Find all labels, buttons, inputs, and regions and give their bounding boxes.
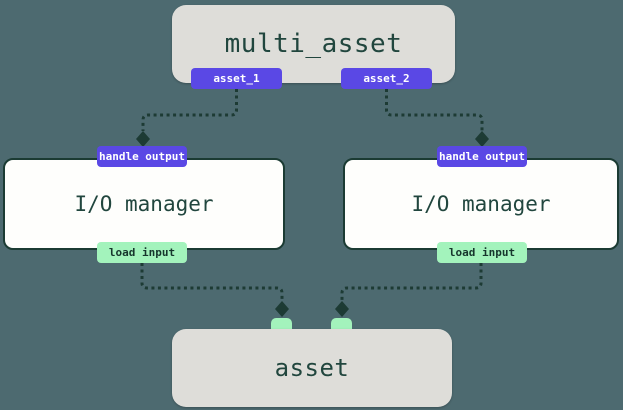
tag-load-input-right: load input xyxy=(437,242,527,263)
tag-load-input-left: load input xyxy=(97,242,187,263)
node-io-manager-left: I/O manager xyxy=(3,158,285,250)
edge-left-io-manager-to-asset xyxy=(140,263,289,317)
multi-asset-title: multi_asset xyxy=(224,29,403,59)
io-manager-title: I/O manager xyxy=(411,192,551,216)
arrowhead-diamond-icon xyxy=(475,131,489,147)
edge-asset1-to-left-io-manager xyxy=(136,89,238,147)
arrowhead-diamond-icon xyxy=(136,131,150,147)
edge-asset2-to-right-io-manager xyxy=(385,89,489,147)
output-tag-asset-2: asset_2 xyxy=(341,68,432,89)
node-io-manager-right: I/O manager xyxy=(343,158,619,250)
asset-title: asset xyxy=(274,354,350,382)
tag-handle-output-right: handle output xyxy=(437,146,527,167)
tag-handle-output-left: handle output xyxy=(97,146,187,167)
arrowhead-diamond-icon xyxy=(275,301,289,317)
output-tag-asset-1: asset_1 xyxy=(191,68,282,89)
io-manager-title: I/O manager xyxy=(74,192,214,216)
arrowhead-diamond-icon xyxy=(335,301,349,317)
edge-right-io-manager-to-asset xyxy=(335,263,483,317)
node-asset: asset xyxy=(172,329,452,407)
